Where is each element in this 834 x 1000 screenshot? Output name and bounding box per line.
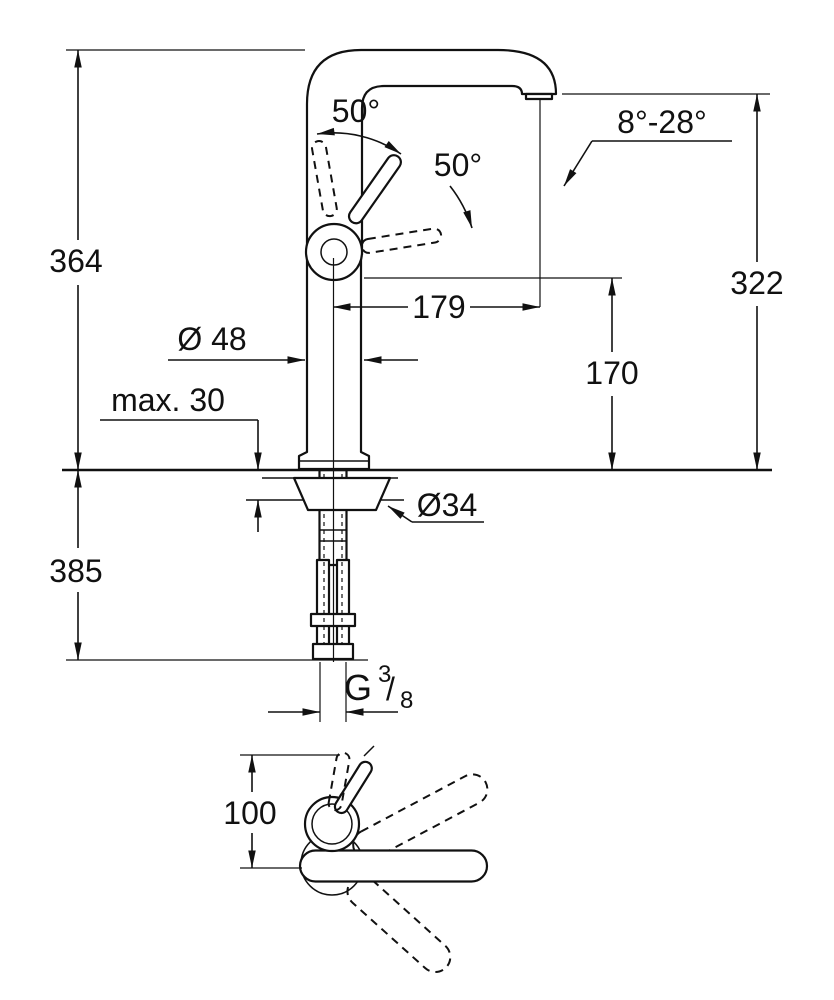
cartridge-cap-circle: [311, 803, 353, 845]
lever-handle: [347, 154, 402, 225]
spout-outline: [305, 48, 558, 255]
dim-handle-angle-right-label: 50°: [434, 147, 482, 183]
lever-top: [333, 760, 373, 815]
dim-spout-angle-range-label: 8°-28°: [617, 104, 707, 140]
thread-size-label: G 3 / 8: [344, 661, 413, 714]
thread-denominator: 8: [400, 687, 413, 714]
dimension-lines: [66, 49, 770, 869]
dim-top-depth-label: 100: [223, 795, 276, 831]
centerlines: [332, 98, 541, 662]
arc-angle-left: [316, 127, 402, 155]
thread-numerator: 3: [378, 661, 391, 688]
mounting-stud-right: [335, 558, 351, 650]
thread-prefix: G: [344, 667, 372, 708]
arc-angle-right: [449, 185, 473, 229]
mounting-stud-left: [315, 558, 331, 650]
thread-slash: /: [386, 671, 395, 707]
lever-tip-mark: [363, 745, 375, 757]
dim-handle-angle-left-label: 50°: [332, 93, 380, 129]
dim-escutcheon-diameter-label: Ø34: [417, 487, 477, 523]
dim-34-leader: [387, 505, 413, 523]
lever-handle-alt-down: [360, 227, 443, 254]
dim-outlet-clearance-label: 170: [585, 355, 638, 391]
aerator-outlet: [524, 92, 554, 101]
spout-arm-top: [298, 849, 489, 883]
dim-828-leader: [563, 140, 593, 187]
spout-swivel-alt-up: [352, 773, 489, 861]
dim-body-diameter-label: Ø 48: [177, 321, 246, 357]
mounting-flange: [292, 476, 392, 512]
dim-outlet-height-label: 322: [730, 265, 783, 301]
lever-top-alt: [327, 751, 351, 812]
dim-deck-max-label: max. 30: [111, 382, 225, 418]
spout-swivel-alt-down: [346, 875, 452, 974]
dimension-labels: 364 385 max. 30 Ø 48 50° 50° 8°-28° 322 …: [49, 93, 783, 831]
top-view: [298, 745, 489, 974]
dim-spout-reach-label: 179: [412, 289, 465, 325]
dim-below-deck-label: 385: [49, 553, 102, 589]
dim-total-height-label: 364: [49, 243, 102, 279]
